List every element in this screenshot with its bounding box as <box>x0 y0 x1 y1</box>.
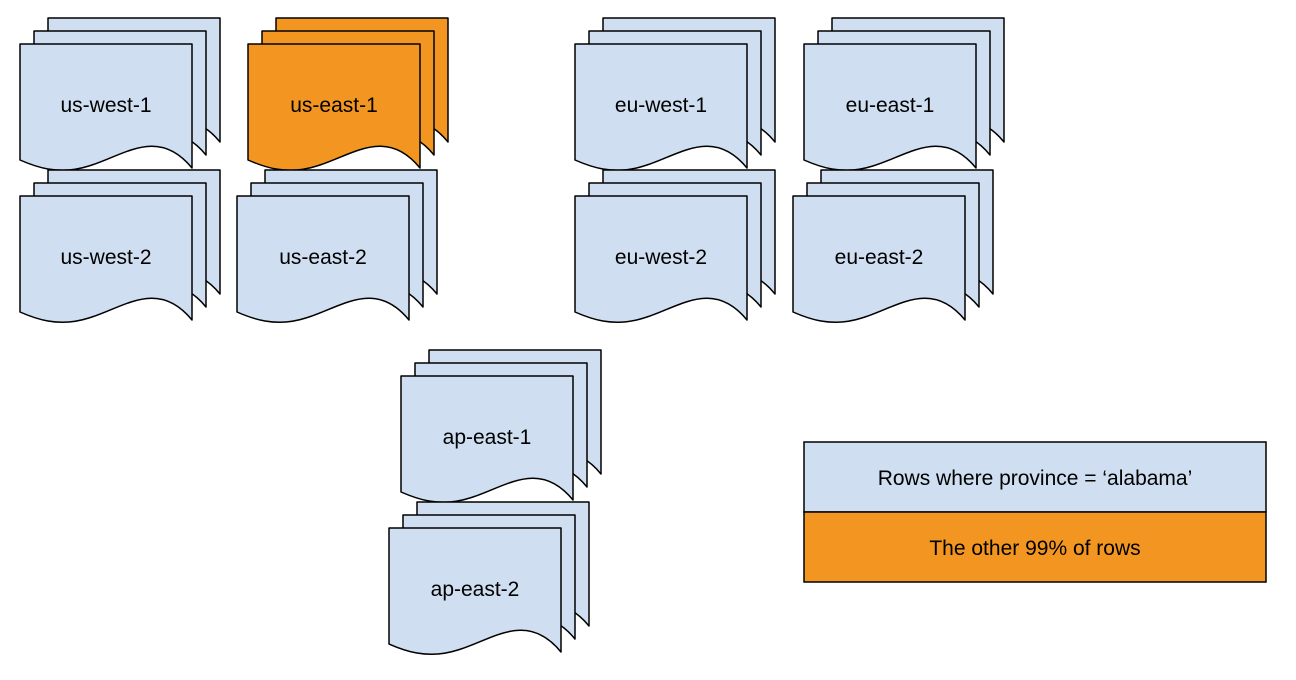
region-label: us-east-1 <box>290 94 378 117</box>
region-stacks: us-west-1 us-east-1 us-west-2 us-east-2 eu-w… <box>19 17 1005 655</box>
document-page-front <box>400 375 574 503</box>
document-page-front <box>247 43 421 171</box>
document-page-front <box>792 195 966 323</box>
legend: Rows where province = ‘alabama’ The othe… <box>803 441 1267 583</box>
region-stack-us-west-2: us-west-2 <box>19 169 221 323</box>
legend-item-other-swatch <box>803 511 1267 583</box>
region-label: us-west-1 <box>60 94 151 117</box>
region-label: us-west-2 <box>60 246 151 269</box>
document-page-front <box>19 195 193 323</box>
region-stack-ap-east-2: ap-east-2 <box>388 501 590 655</box>
region-stack-us-east-2: us-east-2 <box>236 169 438 323</box>
legend-item-other-label: The other 99% of rows <box>929 537 1140 560</box>
document-page-front <box>574 195 748 323</box>
document-page-front <box>236 195 410 323</box>
region-label: us-east-2 <box>279 246 367 269</box>
region-stack-us-west-1: us-west-1 <box>19 17 221 171</box>
document-page-front <box>19 43 193 171</box>
document-page-front <box>803 43 977 171</box>
region-label: eu-east-2 <box>835 246 924 269</box>
legend-item-alabama-label: Rows where province = ‘alabama’ <box>878 467 1193 490</box>
document-page-front <box>388 527 562 655</box>
region-label: ap-east-2 <box>431 578 520 601</box>
region-stack-eu-west-1: eu-west-1 <box>574 17 776 171</box>
region-stack-ap-east-1: ap-east-1 <box>400 349 602 503</box>
region-stack-eu-west-2: eu-west-2 <box>574 169 776 323</box>
document-page-front <box>574 43 748 171</box>
region-label: ap-east-1 <box>443 426 532 449</box>
region-stack-eu-east-1: eu-east-1 <box>803 17 1005 171</box>
region-stack-us-east-1: us-east-1 <box>247 17 449 171</box>
region-label: eu-east-1 <box>846 94 935 117</box>
region-stack-eu-east-2: eu-east-2 <box>792 169 994 323</box>
legend-item-alabama-swatch <box>803 441 1267 513</box>
region-label: eu-west-2 <box>615 246 707 269</box>
region-label: eu-west-1 <box>615 94 707 117</box>
